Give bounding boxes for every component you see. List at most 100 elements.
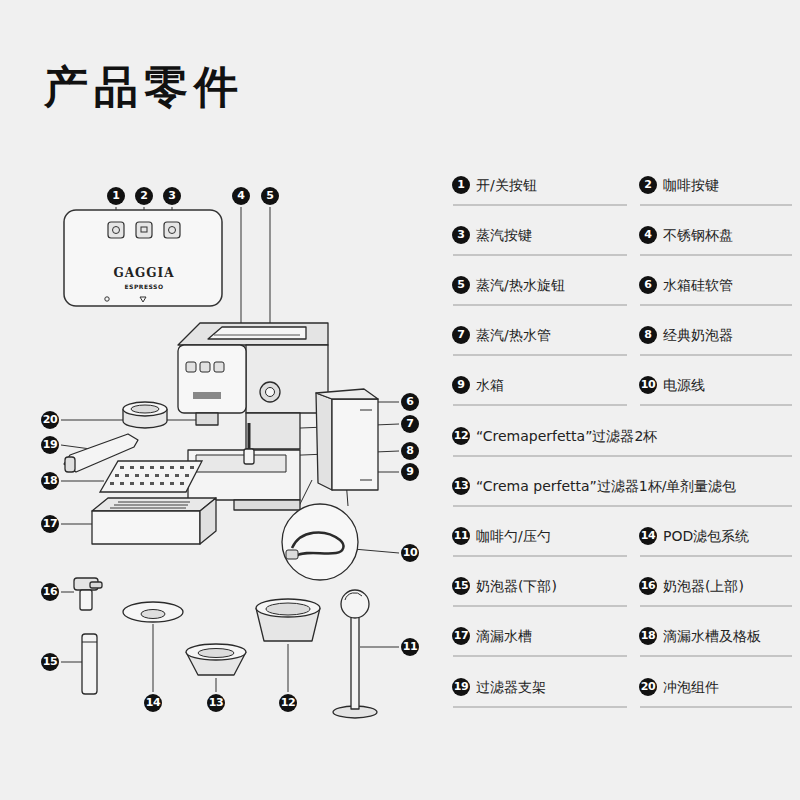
tank-mark xyxy=(360,410,372,411)
part-name: “Crema perfetta”过滤器1杯/单剂量滤包 xyxy=(476,477,737,495)
tray-side xyxy=(200,498,216,544)
part-name: 水箱硅软管 xyxy=(663,276,733,294)
callout-number: 14 xyxy=(144,694,162,712)
pod-ring xyxy=(123,602,183,622)
grid-hole xyxy=(130,466,134,469)
part-name: 咖啡勺/压勺 xyxy=(476,527,551,545)
part-name: “Cremaperfetta”过滤器2杯 xyxy=(476,427,657,445)
slat xyxy=(118,502,190,503)
front-panel xyxy=(64,210,222,306)
basket-inner xyxy=(131,405,159,413)
machine-front xyxy=(178,345,246,413)
handle-end xyxy=(65,457,75,472)
callout-number: 2 xyxy=(639,176,657,194)
callout-number: 15 xyxy=(41,653,59,671)
drip-base xyxy=(188,450,300,500)
slat xyxy=(110,508,186,509)
callout-number: 6 xyxy=(401,393,419,411)
grid-hole xyxy=(130,482,134,485)
callout-number: 2 xyxy=(135,187,153,205)
leader-line xyxy=(153,624,154,692)
zoom-circle xyxy=(282,504,358,580)
leader-line xyxy=(378,472,399,473)
leader-line xyxy=(61,662,82,663)
tamper-highlight xyxy=(345,593,362,600)
knob-center xyxy=(266,388,275,397)
callout-number: 20 xyxy=(639,678,657,696)
part-name: 开/关按钮 xyxy=(476,176,537,194)
indicator xyxy=(140,297,146,302)
button xyxy=(214,362,224,372)
brand-name: GAGGIA xyxy=(114,266,175,280)
callout-number: 19 xyxy=(41,436,59,454)
espresso-machine xyxy=(178,323,378,580)
rule xyxy=(453,405,627,406)
double-basket-rim xyxy=(256,599,320,617)
grid-hole xyxy=(170,482,174,485)
slat xyxy=(114,505,188,506)
grid-hole xyxy=(120,466,124,469)
grid-hole xyxy=(185,474,189,477)
grid-hole xyxy=(125,474,129,477)
callout-number: 18 xyxy=(639,627,657,645)
callout-number: 20 xyxy=(41,411,59,429)
callout-number: 1 xyxy=(107,187,125,205)
rule xyxy=(453,255,627,256)
part-name: 蒸汽按键 xyxy=(476,226,532,244)
part-name: 经典奶泡器 xyxy=(663,326,733,344)
rule xyxy=(640,305,792,306)
callout-number: 17 xyxy=(452,627,470,645)
grid-hole xyxy=(110,482,114,485)
rule xyxy=(640,405,792,406)
accessories xyxy=(74,578,377,718)
leader-line xyxy=(61,481,104,482)
leader-line xyxy=(360,647,399,648)
rule xyxy=(453,305,627,306)
grid-hole xyxy=(120,482,124,485)
rule xyxy=(453,456,792,457)
part-name: 滴漏水槽及格板 xyxy=(663,627,761,645)
callout-number: 16 xyxy=(639,577,657,595)
callout-number: 5 xyxy=(452,276,470,294)
part-name: POD滤包系统 xyxy=(663,527,749,545)
pod-ring-hole xyxy=(141,610,165,619)
table-rules xyxy=(453,205,792,707)
leader-line xyxy=(61,592,74,593)
grid-hole xyxy=(150,466,154,469)
brew-group xyxy=(196,413,218,425)
callout-number: 11 xyxy=(401,638,419,656)
grid-hole xyxy=(180,466,184,469)
rule xyxy=(640,255,792,256)
leader-line xyxy=(241,207,242,327)
grid-hole xyxy=(170,466,174,469)
part-name: 蒸汽/热水旋钮 xyxy=(476,276,565,294)
rule xyxy=(453,205,627,206)
part-name: 水箱 xyxy=(476,376,504,394)
button-icon xyxy=(169,227,176,234)
callout-number: 6 xyxy=(639,276,657,294)
leader-line xyxy=(216,678,217,692)
grid-hole xyxy=(175,474,179,477)
drip-plate xyxy=(196,455,286,472)
power-cord xyxy=(292,532,343,556)
callout-number: 8 xyxy=(639,326,657,344)
tray-slats xyxy=(110,502,190,508)
tank-top xyxy=(316,389,378,399)
callout-number: 3 xyxy=(452,226,470,244)
callout-number: 17 xyxy=(41,515,59,533)
grid-plate xyxy=(100,461,202,492)
rule xyxy=(453,355,627,356)
rule xyxy=(453,606,627,607)
callout-number: 10 xyxy=(639,376,657,394)
basket-rim xyxy=(123,402,167,416)
rule xyxy=(453,506,792,507)
plug xyxy=(286,550,298,559)
part-name: 奶泡器(上部) xyxy=(663,577,744,595)
rule xyxy=(640,355,792,356)
drip-grid xyxy=(100,461,202,492)
frother-lower-ring xyxy=(82,642,97,643)
brand-subtitle: ESPRESSO xyxy=(124,283,163,290)
frother-lower xyxy=(82,634,97,694)
callout-number: 4 xyxy=(232,187,250,205)
